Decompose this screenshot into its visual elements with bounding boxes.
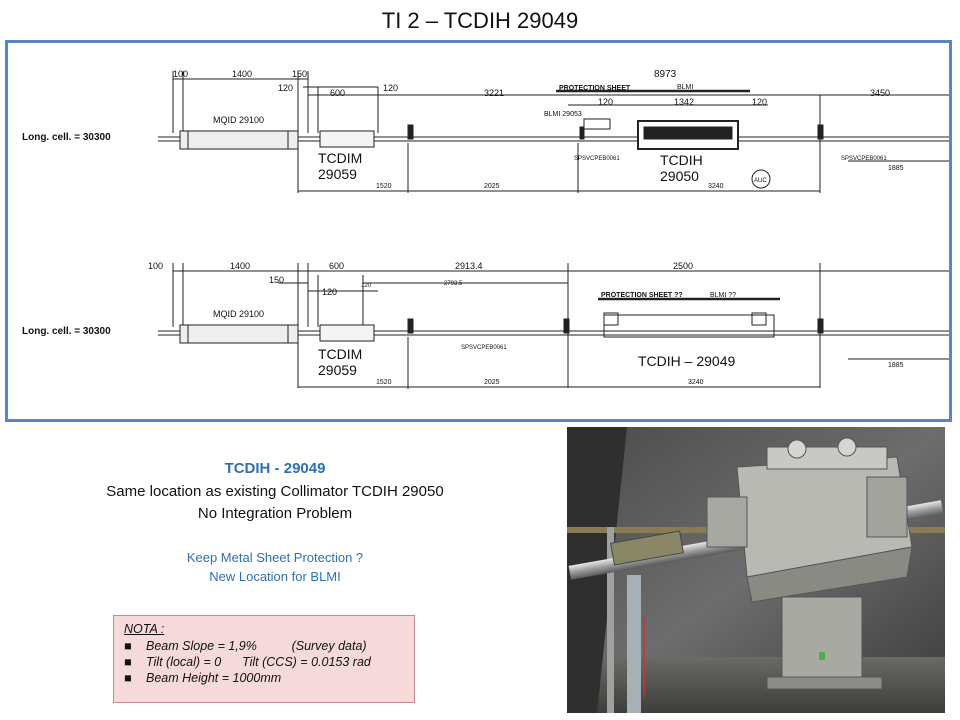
- location-note: Same location as existing Collimator TCD…: [106, 483, 444, 500]
- tcdih-label: TCDIH: [660, 152, 703, 168]
- dim-label: 1885: [888, 165, 904, 172]
- dim-label: 2500: [673, 261, 693, 271]
- tcdih-label: TCDIH – 29049: [638, 353, 735, 369]
- collimator-photo: [567, 427, 945, 713]
- nota-item-text: Beam Height = 1000mm: [146, 671, 282, 685]
- tcdim-label: TCDIM: [318, 346, 362, 362]
- mqid-magnet: [179, 324, 299, 344]
- mqid-label: MQID 29100: [213, 309, 264, 319]
- dim-label: 120: [361, 283, 372, 289]
- drawing-bottom: [158, 263, 949, 389]
- dim-label: 150: [292, 69, 307, 79]
- tcdim-box: [319, 130, 375, 148]
- dim-label: 1520: [376, 183, 392, 190]
- dim-label: 3240: [708, 183, 724, 190]
- dim-label: 1885: [888, 362, 904, 369]
- blmi-label: BLMI 29053: [544, 111, 582, 118]
- spsv-label: SPSVCPEB0061: [461, 345, 507, 351]
- tcdim-label: TCDIM: [318, 150, 362, 166]
- tcdim-box: [319, 324, 375, 342]
- dim-label: 2793.5: [444, 281, 463, 287]
- nota-box: NOTA : ■Beam Slope = 1,9% (Survey data) …: [113, 615, 415, 703]
- nota-item: ■ Beam Slope = 1,9% (Survey data): [124, 639, 404, 653]
- dim-label: 1342: [674, 97, 694, 107]
- dim-label: 8973: [654, 69, 677, 80]
- dim-label: 120: [598, 97, 613, 107]
- dim-label: 2913.4: [455, 261, 483, 271]
- bullet-icon: ■: [124, 655, 132, 669]
- tcdim-number: 29059: [318, 362, 357, 378]
- bullet-icon: ■: [124, 639, 132, 653]
- dim-label: 1520: [376, 379, 392, 386]
- mqid-label: MQID 29100: [213, 115, 264, 125]
- nota-heading: NOTA :: [124, 622, 165, 636]
- dim-label: 120: [278, 83, 293, 93]
- integration-note: No Integration Problem: [197, 505, 353, 522]
- dim-label: 150: [269, 275, 284, 285]
- tcdih-29049-body: [603, 314, 775, 338]
- dim-label: 3240: [688, 379, 704, 386]
- page-title: TI 2 – TCDIH 29049: [381, 8, 579, 33]
- auc-label: AUC: [754, 178, 767, 184]
- protection-sheet-label: PROTECTION SHEET ??: [601, 292, 683, 299]
- dim-label: 600: [330, 88, 345, 98]
- dim-label: 3450: [870, 88, 890, 98]
- nota-item: ■ Beam Height = 1000mm: [124, 671, 404, 685]
- tcdih-number: 29050: [660, 168, 699, 184]
- dim-label: 120: [322, 287, 337, 297]
- question-blmi: New Location for BLMI: [209, 569, 341, 584]
- dim-label: 120: [383, 83, 398, 93]
- protection-sheet-label: PROTECTION SHEET: [559, 85, 631, 92]
- dim-label: 120: [752, 97, 767, 107]
- dim-label: 1400: [230, 261, 250, 271]
- question-protection: Keep Metal Sheet Protection ?: [186, 550, 364, 565]
- tcdim-number: 29059: [318, 166, 357, 182]
- bullet-icon: ■: [124, 671, 132, 685]
- dim-label: 2025: [484, 379, 500, 386]
- spsv-label: SPSVCPEB0061: [841, 156, 887, 162]
- mqid-magnet: [179, 130, 299, 150]
- nota-item-text: Tilt (local) = 0 Tilt (CCS) = 0.0153 rad: [146, 655, 371, 669]
- dim-label: BLMI: [677, 84, 693, 91]
- spsv-label: SPSVCPEB0061: [574, 156, 620, 162]
- blmi-label: BLMI ??: [710, 292, 736, 299]
- drawing-top: [158, 71, 949, 193]
- nota-item: ■ Tilt (local) = 0 Tilt (CCS) = 0.0153 ra…: [124, 655, 404, 669]
- nota-item-text: Beam Slope = 1,9% (Survey data): [146, 639, 367, 653]
- collimator-title: TCDIH - 29049: [224, 460, 326, 477]
- dim-label: 100: [148, 261, 163, 271]
- dim-label: 2025: [484, 183, 500, 190]
- long-cell-label: Long. cell. = 30300: [22, 132, 111, 143]
- long-cell-label: Long. cell. = 30300: [22, 326, 111, 337]
- dim-label: 600: [329, 261, 344, 271]
- collimator-body: [706, 437, 913, 603]
- dim-label: 1400: [232, 69, 252, 79]
- dim-label: 3221: [484, 88, 504, 98]
- dim-label: 100: [173, 69, 188, 79]
- technical-drawing: 100 1400 150 120 600 120 3221 8973 BLMI …: [5, 40, 952, 422]
